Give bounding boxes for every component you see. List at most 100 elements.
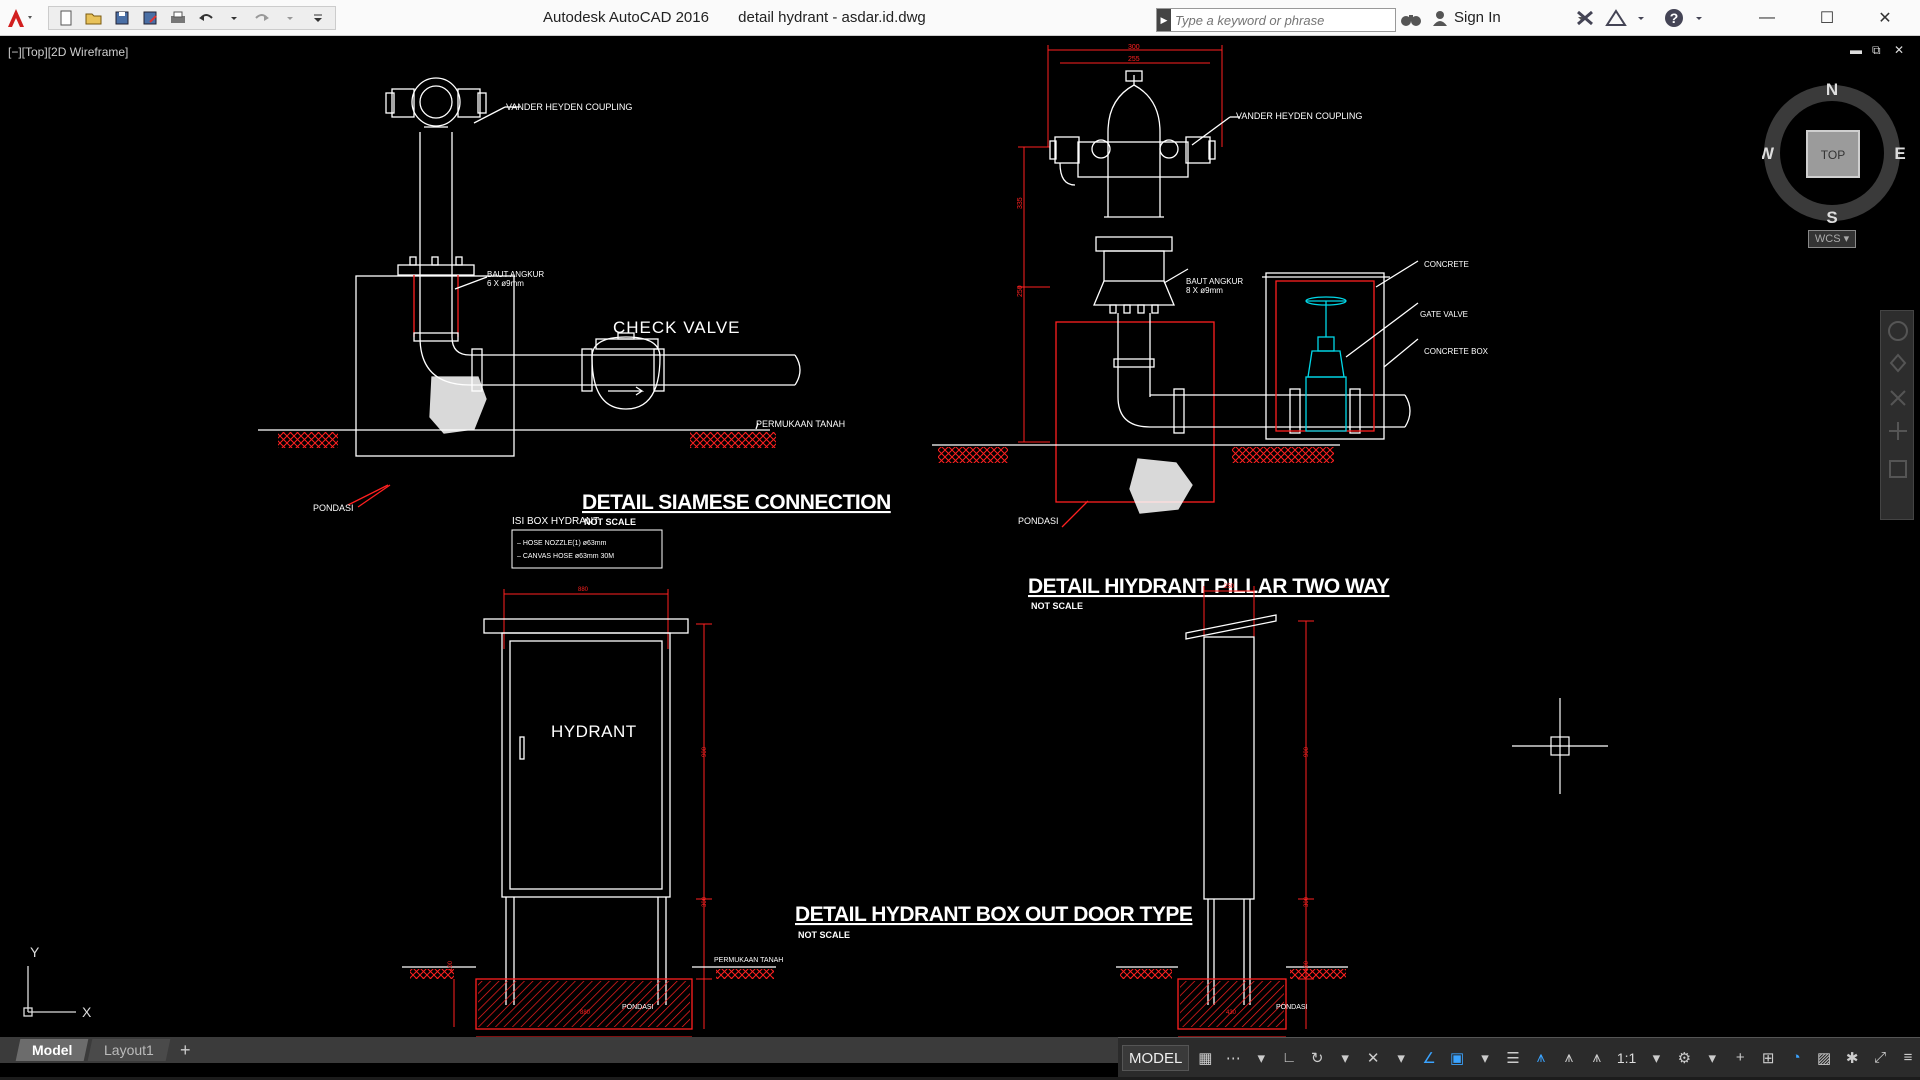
units-icon[interactable]: ⊞ [1761,1049,1775,1067]
showmotion-icon[interactable] [1889,460,1907,478]
pan-icon[interactable] [1889,353,1907,373]
object-snap-icon[interactable]: ▣ [1449,1049,1465,1067]
quick-properties-icon[interactable]: ◔ [1791,1049,1801,1066]
file-name: detail hydrant - asdar.id.dwg [738,9,926,26]
tab-model[interactable]: Model [15,1039,89,1061]
annotation-scale-value[interactable]: 1:1 [1616,1049,1637,1066]
print-icon[interactable] [167,8,189,28]
autocad-logo-icon[interactable] [4,7,38,29]
hydrant-door-label: HYDRANT [551,722,637,741]
isi-box-item-2: – CANVAS HOSE ø63mm 30M [517,553,614,560]
lineweight-icon[interactable]: ☰ [1506,1049,1520,1067]
siamese-subtitle: NOT SCALE [584,517,636,527]
gate-valve [1305,296,1347,432]
siamese-connection-detail [258,77,801,508]
help-icon[interactable]: ? [1663,7,1685,34]
save-as-icon[interactable] [139,8,161,28]
viewcube-face[interactable] [1806,130,1860,178]
sign-in-label: Sign In [1454,9,1501,26]
concrete-label: CONCRETE [1424,260,1469,269]
zoom-icon[interactable] [1890,390,1906,406]
viewport-controls-label[interactable]: [−][Top][2D Wireframe] [8,45,129,59]
workspace-dropdown-icon[interactable]: ▾ [1708,1049,1717,1067]
viewcube-top-label: TOP [1821,148,1845,162]
snap-dropdown-icon[interactable]: ▾ [1257,1049,1266,1067]
steering-wheel-icon[interactable] [1888,321,1908,341]
isi-box-table: ISI BOX HYDRANT – HOSE NOZZLE(1) ø63mm –… [511,516,663,569]
viewcube-south[interactable]: S [1826,208,1837,227]
ucs-y-label: Y [30,944,40,960]
exchange-apps-icon[interactable] [1575,9,1595,32]
redo-icon[interactable] [251,8,273,28]
scale-dropdown-icon[interactable]: ▾ [1652,1049,1661,1067]
wcs-label: WCS [1814,233,1841,245]
annotation-scale-icon[interactable]: ⩚ [1592,1049,1602,1066]
open-file-icon[interactable] [83,8,105,28]
side-dim-leg: 300 [1304,896,1310,907]
layout-tabs: Model Layout1 + [0,1037,1120,1063]
customize-qat-icon[interactable] [307,8,329,28]
binoculars-icon[interactable] [1400,10,1422,33]
grid-icon[interactable]: ▦ [1198,1049,1213,1067]
pillar-subtitle: NOT SCALE [1031,601,1083,611]
minimize-button[interactable]: — [1759,9,1775,26]
close-button[interactable]: ✕ [1878,10,1892,27]
concrete-box-label: CONCRETE BOX [1424,347,1489,356]
search-input[interactable] [1171,12,1391,28]
sign-in-button[interactable]: Sign In [1432,9,1587,26]
isodraft-dropdown-icon[interactable]: ▾ [1397,1049,1405,1067]
redo-dropdown-icon[interactable] [279,8,301,28]
help-dropdown-icon[interactable] [1695,10,1703,31]
isolate-objects-icon[interactable]: ✱ [1845,1049,1859,1067]
navigation-bar [1880,310,1914,520]
box-dim-leg: 300 [702,896,708,907]
polar-dropdown-icon[interactable]: ▾ [1341,1049,1349,1067]
siamese-title: DETAIL SIAMESE CONNECTION [582,491,891,514]
wcs-menu[interactable]: WCS ▾ [1808,230,1856,248]
orbit-icon[interactable] [1889,422,1907,440]
search-expand-icon[interactable]: ▶ [1157,9,1171,31]
annotation-visibility-icon[interactable]: ⩚ [1536,1049,1546,1066]
graphics-performance-icon[interactable]: ▨ [1817,1049,1832,1067]
autoscale-icon[interactable]: ⩚ [1564,1049,1574,1066]
viewport-close-icon[interactable]: ✕ [1894,43,1905,57]
hydrant-box-front-labels: HYDRANT 880 900 300 100 880 PERMUKAAN TA… [448,587,1193,1016]
customization-icon[interactable]: ≡ [1903,1049,1913,1066]
undo-dropdown-icon[interactable] [223,8,245,28]
viewcube-west[interactable]: W [1758,144,1775,163]
new-file-icon[interactable] [55,8,77,28]
object-snap-tracking-icon[interactable]: ∠ [1422,1049,1436,1067]
box-pondasi-front-label: PONDASI [622,1004,654,1011]
add-layout-button[interactable]: + [180,1040,191,1060]
siamese-baut-size: 6 X ø9mm [487,279,524,288]
box-dim-bottom: 880 [580,1010,591,1016]
autodesk-a360-icon[interactable] [1605,9,1627,32]
viewcube-north[interactable]: N [1826,80,1838,99]
ortho-icon[interactable]: ∟ [1281,1049,1297,1066]
ucs-icon [23,966,76,1017]
save-icon[interactable] [111,8,133,28]
model-space-button[interactable]: MODEL [1122,1044,1190,1071]
viewcube-east[interactable]: E [1894,144,1905,163]
pillar-dim-side-1: 335 [1017,197,1024,209]
drawing-viewport[interactable]: VANDER HEYDEN COUPLING BAUT ANGKUR 6 X ø… [0,37,1920,1037]
box-dim-width: 880 [578,587,589,593]
snap-icon[interactable]: ⋯ [1225,1049,1241,1067]
object-snap-dropdown-icon[interactable]: ▾ [1481,1049,1489,1067]
pillar-title: DETAIL HIYDRANT PILLAR TWO WAY [1028,575,1390,598]
isodraft-icon[interactable]: ✕ [1366,1049,1380,1067]
a360-dropdown-icon[interactable] [1637,10,1645,31]
viewport-minimize-icon[interactable]: ▬ [1850,43,1862,57]
search-box[interactable]: ▶ [1156,8,1396,32]
check-valve-label: CHECK VALVE [613,318,741,337]
maximize-button[interactable]: ☐ [1819,10,1835,27]
tab-layout1[interactable]: Layout1 [88,1039,171,1061]
workspace-gear-icon[interactable]: ⚙ [1677,1049,1692,1067]
viewcube[interactable]: TOP N S E W [1758,80,1912,231]
annotation-monitor-icon[interactable]: + [1735,1049,1745,1066]
viewcube-ring[interactable] [1764,85,1900,221]
undo-icon[interactable] [195,8,217,28]
polar-tracking-icon[interactable]: ↻ [1310,1049,1324,1067]
viewport-restore-icon[interactable]: ⧉ [1872,43,1881,57]
clean-screen-icon[interactable]: ⤢ [1874,1049,1887,1066]
